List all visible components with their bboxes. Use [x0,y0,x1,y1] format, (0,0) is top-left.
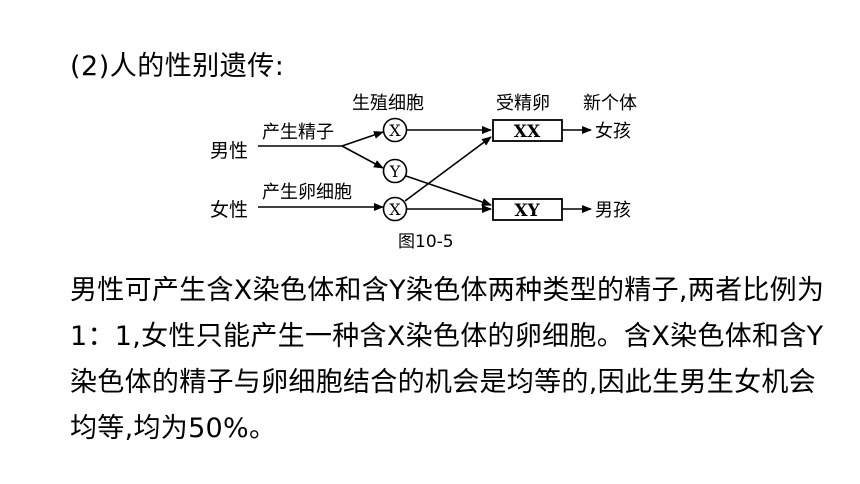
egg-x-label: X [389,200,401,219]
offspring-girl-label: 女孩 [595,121,631,142]
explanation-paragraph: 男性可产生含X染色体和含Y染色体两种类型的精子,两者比例为 1：1,女性只能产生… [70,268,830,452]
egg-x-gamete: X [382,196,408,222]
figure-caption: 图10-5 [398,232,454,252]
offspring-column-label: 新个体 [583,93,637,114]
paragraph-line: 男性可产生含X染色体和含Y染色体两种类型的精子,两者比例为 [70,275,825,306]
sperm-x-gamete: X [382,117,408,143]
female-process-label: 产生卵细胞 [262,182,352,203]
offspring-boy-label: 男孩 [595,200,631,221]
male-process-label: 产生精子 [262,122,334,143]
zygote-xy-label: XY [514,201,540,221]
offspring-arrows [562,126,592,213]
section-heading: (2)人的性别遗传: [70,51,285,82]
female-parent-label: 女性 [210,199,248,221]
sperm-x-label: X [389,121,401,140]
gametes-column-label: 生殖细胞 [352,92,424,114]
zygote-xy-box: XY [492,198,563,221]
sperm-y-label: Y [389,162,401,181]
paragraph-line: 均等,均为50%。 [70,413,277,444]
paragraph-line: 1：1,女性只能产生一种含X染色体的卵细胞。含X染色体和含Y [70,321,824,352]
zygote-xx-label: XX [514,122,541,142]
paragraph-line: 染色体的精子与卵细胞结合的机会是均等的,因此生男生女机会 [70,367,816,398]
sperm-y-gamete: Y [382,158,408,184]
fertilization-arrows [404,126,492,213]
male-branch-lines [258,131,384,169]
male-parent-label: 男性 [210,140,248,162]
zygote-column-label: 受精卵 [496,93,550,114]
zygote-xx-box: XX [492,119,563,142]
